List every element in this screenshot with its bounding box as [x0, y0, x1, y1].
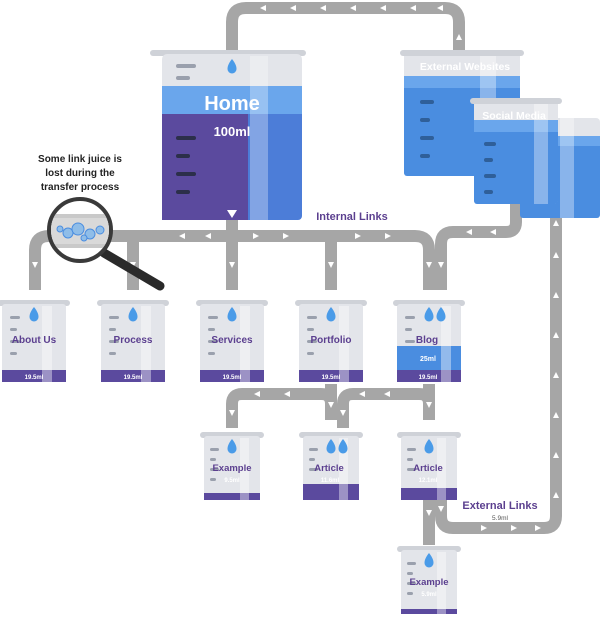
arrow-icon: [456, 34, 462, 40]
annotation: Some link juice is lost during the trans…: [38, 154, 122, 193]
pipe-social-to-blog: [435, 204, 522, 290]
page-beaker-blog: Blog 25ml 19.5ml: [393, 300, 465, 382]
pipe-external-to-home: [226, 2, 465, 52]
subpage-volume: 12.1ml: [419, 478, 438, 484]
arrow-icon: [466, 229, 472, 235]
arrow-icon: [179, 233, 185, 239]
arrow-icon: [438, 262, 444, 268]
subpage-beaker-example: Example 9.5ml: [200, 432, 264, 500]
social-media-beaker: Social Media: [470, 98, 562, 204]
arrow-icon: [438, 506, 444, 512]
arrow-icon: [340, 410, 346, 416]
arrow-icon: [553, 220, 559, 226]
arrow-icon: [553, 332, 559, 338]
arrow-icon: [283, 233, 289, 239]
arrow-icon: [260, 5, 266, 11]
arrow-icon: [290, 5, 296, 11]
arrow-icon: [328, 262, 334, 268]
page-label: Portfolio: [310, 335, 351, 346]
arrow-icon: [553, 492, 559, 498]
arrow-icon: [32, 262, 38, 268]
annotation-line-1: Some link juice is: [38, 154, 122, 165]
pipe-external-links: [435, 216, 562, 534]
arrow-icon: [490, 229, 496, 235]
arrow-icon: [229, 410, 235, 416]
arrow-icon: [437, 5, 443, 11]
arrow-icon: [481, 525, 487, 531]
arrow-icon: [359, 391, 365, 397]
subpage-beaker-article: Article 11.6ml: [299, 432, 363, 500]
arrow-icon: [254, 391, 260, 397]
arrow-icon: [553, 292, 559, 298]
page-beaker-portfolio: Portfolio 19.5ml: [295, 300, 367, 382]
pipe-portfolio-branch: [226, 388, 337, 428]
page-label: Blog: [416, 335, 438, 346]
home-volume: 100ml: [214, 124, 251, 139]
arrow-icon: [553, 412, 559, 418]
external-links-label: External Links: [462, 500, 537, 512]
arrow-icon: [350, 5, 356, 11]
arrow-icon: [410, 5, 416, 11]
annotation-line-2: lost during the: [45, 168, 115, 179]
arrow-icon: [205, 233, 211, 239]
pipe-blog-branch: [337, 388, 435, 428]
page-volume: 19.5ml: [223, 375, 242, 381]
arrow-icon: [229, 262, 235, 268]
arrow-icon: [227, 210, 237, 218]
arrow-icon: [284, 391, 290, 397]
home-beaker: Home 100ml: [150, 50, 306, 220]
arrow-icon: [511, 525, 517, 531]
page-label: Process: [114, 335, 153, 346]
arrow-icon: [384, 391, 390, 397]
external-links-volume: 5.9ml: [492, 515, 508, 522]
arrow-icon: [320, 5, 326, 11]
subpage-label: Article: [413, 463, 443, 474]
page-inner-volume: 25ml: [420, 356, 436, 363]
subpage-volume: 9.5ml: [224, 478, 240, 484]
magnifier-icon: [47, 197, 165, 291]
arrow-icon: [553, 252, 559, 258]
arrow-icon: [380, 5, 386, 11]
page-beaker-about-us: About Us 19.5ml: [0, 300, 70, 382]
subpage-beaker-example: Example 5.9ml: [397, 546, 461, 614]
page-volume: 19.5ml: [124, 375, 143, 381]
arrow-icon: [328, 402, 334, 408]
subpage-label: Example: [409, 577, 448, 588]
arrow-icon: [535, 525, 541, 531]
annotation-line-3: transfer process: [41, 182, 120, 193]
page-beaker-process: Process 19.5ml: [97, 300, 169, 382]
page-label: Services: [211, 335, 253, 346]
arrow-icon: [253, 233, 259, 239]
subpage-volume: 11.6ml: [321, 478, 340, 484]
arrow-icon: [426, 510, 432, 516]
page-volume: 19.5ml: [322, 375, 341, 381]
arrow-icon: [553, 372, 559, 378]
home-label: Home: [204, 93, 260, 115]
arrow-icon: [426, 262, 432, 268]
arrow-icon: [553, 452, 559, 458]
internal-links-label: Internal Links: [316, 211, 388, 223]
page-label: About Us: [12, 335, 57, 346]
external-websites-label: External Websites: [420, 61, 510, 73]
arrow-icon: [426, 402, 432, 408]
page-beaker-services: Services 19.5ml: [196, 300, 268, 382]
pipe-network: [29, 2, 562, 545]
social-media-label: Social Media: [482, 110, 546, 122]
subpage-beaker-article: Article 12.1ml: [397, 432, 461, 500]
arrow-icon: [385, 233, 391, 239]
arrow-icon: [355, 233, 361, 239]
page-volume: 19.5ml: [419, 375, 438, 381]
subpage-volume: 5.9ml: [421, 592, 437, 598]
subpage-label: Example: [212, 463, 251, 474]
subpage-label: Article: [314, 463, 344, 474]
page-volume: 19.5ml: [25, 375, 44, 381]
